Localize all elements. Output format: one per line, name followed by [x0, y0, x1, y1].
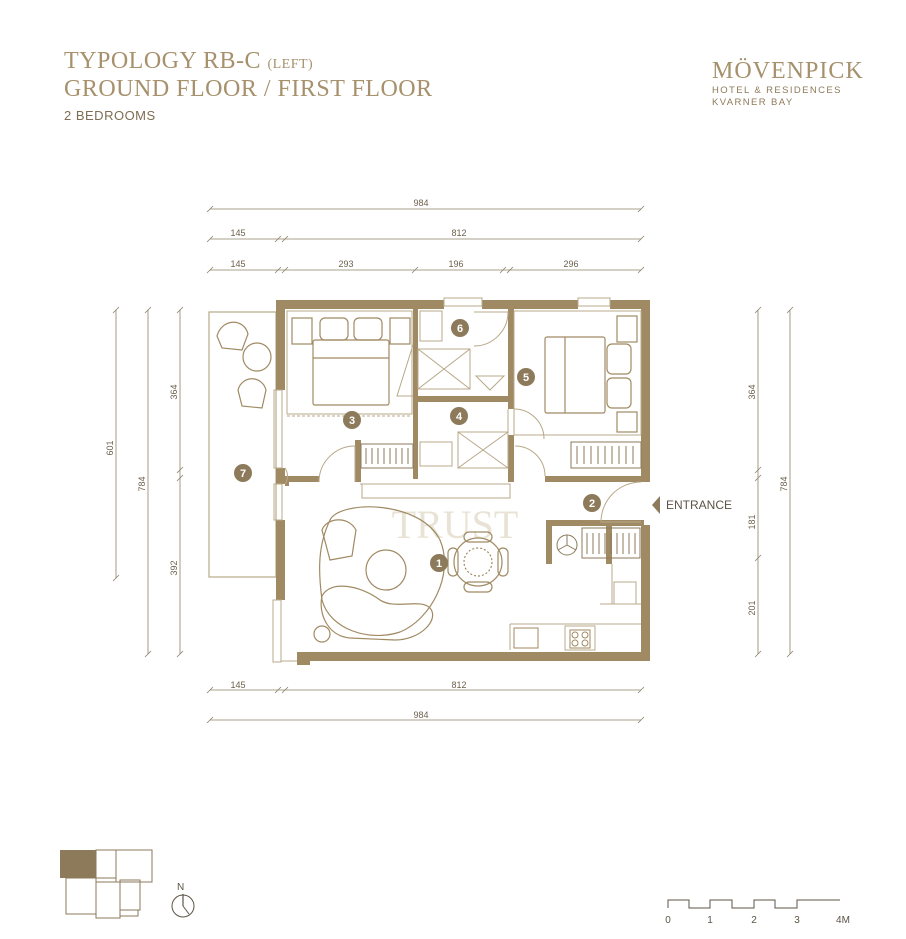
svg-text:7: 7 — [240, 468, 246, 480]
dimension-lines — [115, 208, 791, 721]
svg-text:2: 2 — [589, 498, 595, 510]
dim-top-total: 984 — [413, 198, 428, 208]
brand-name: MÖVENPICK — [712, 58, 864, 84]
dim-top-terrace-2: 145 — [230, 259, 245, 269]
brand-logo: MÖVENPICK HOTEL & RESIDENCES KVARNER BAY — [712, 58, 864, 109]
dim-left-lower: 392 — [169, 560, 179, 575]
svg-text:1: 1 — [436, 558, 442, 570]
wardrobes — [360, 441, 642, 559]
bed-room-5 — [544, 315, 638, 433]
watermark-text: TRUST — [392, 502, 519, 547]
typology-side: (LEFT) — [267, 57, 314, 72]
dim-right-mid: 181 — [747, 514, 757, 529]
compass-north-label: N — [177, 882, 184, 893]
dim-top-room-a: 293 — [338, 259, 353, 269]
room-badge-3: 3 — [343, 411, 361, 429]
door-swings — [284, 311, 642, 523]
scale-tick-4m: 4M — [836, 915, 850, 926]
svg-text:4: 4 — [456, 411, 463, 423]
svg-text:6: 6 — [457, 323, 463, 335]
compass: N — [171, 882, 195, 918]
room-badge-4: 4 — [450, 407, 468, 425]
scale-tick-0: 0 — [665, 915, 671, 926]
walls — [276, 300, 650, 665]
dim-right-lower: 201 — [747, 600, 757, 615]
room-badge-5: 5 — [517, 368, 535, 386]
dim-left-total: 784 — [137, 476, 147, 491]
scale-tick-2: 2 — [751, 915, 757, 926]
kitchen-units — [513, 627, 591, 649]
key-plan — [60, 849, 153, 919]
living-furniture — [313, 506, 445, 643]
dim-right-upper: 364 — [747, 384, 757, 399]
entrance-label: ENTRANCE — [666, 498, 732, 512]
dim-left-terrace: 601 — [105, 440, 115, 455]
dim-bottom-interior: 812 — [451, 680, 466, 690]
dim-bottom-terrace: 145 — [230, 680, 245, 690]
bed-room-3 — [291, 317, 411, 406]
room-badge-7: 7 — [234, 464, 252, 482]
dining-set — [447, 531, 509, 593]
scale-tick-3: 3 — [794, 915, 800, 926]
typology-name: TYPOLOGY RB-C — [64, 48, 261, 74]
brand-line-1: HOTEL & RESIDENCES — [712, 85, 842, 96]
dim-top-terrace: 145 — [230, 228, 245, 238]
floors-title: GROUND FLOOR / FIRST FLOOR — [64, 75, 433, 102]
brand-line-2: KVARNER BAY — [712, 97, 794, 108]
scale-tick-1: 1 — [707, 915, 713, 926]
svg-text:3: 3 — [349, 415, 355, 427]
terrace-furniture — [216, 321, 272, 409]
dimension-ticks — [112, 205, 794, 724]
dim-top-room-c: 296 — [563, 259, 578, 269]
entrance-arrow-icon — [652, 496, 660, 514]
typology-title: TYPOLOGY RB-C (LEFT) GROUND FLOOR / FIRS… — [64, 48, 433, 103]
dim-bottom-total: 984 — [413, 710, 428, 720]
room-badge-6: 6 — [451, 319, 469, 337]
windows — [272, 297, 611, 663]
dim-right-total: 784 — [779, 476, 789, 491]
dim-left-upper: 364 — [169, 384, 179, 399]
scale-bar: 0 1 2 3 4M — [665, 899, 850, 926]
dim-top-interior: 812 — [451, 228, 466, 238]
terrace-outline — [208, 311, 277, 578]
svg-text:5: 5 — [523, 372, 529, 384]
dim-top-room-b: 196 — [448, 259, 463, 269]
room-badge-1: 1 — [430, 554, 448, 572]
room-badge-2: 2 — [583, 494, 601, 512]
bedrooms-label: 2 BEDROOMS — [64, 108, 156, 123]
